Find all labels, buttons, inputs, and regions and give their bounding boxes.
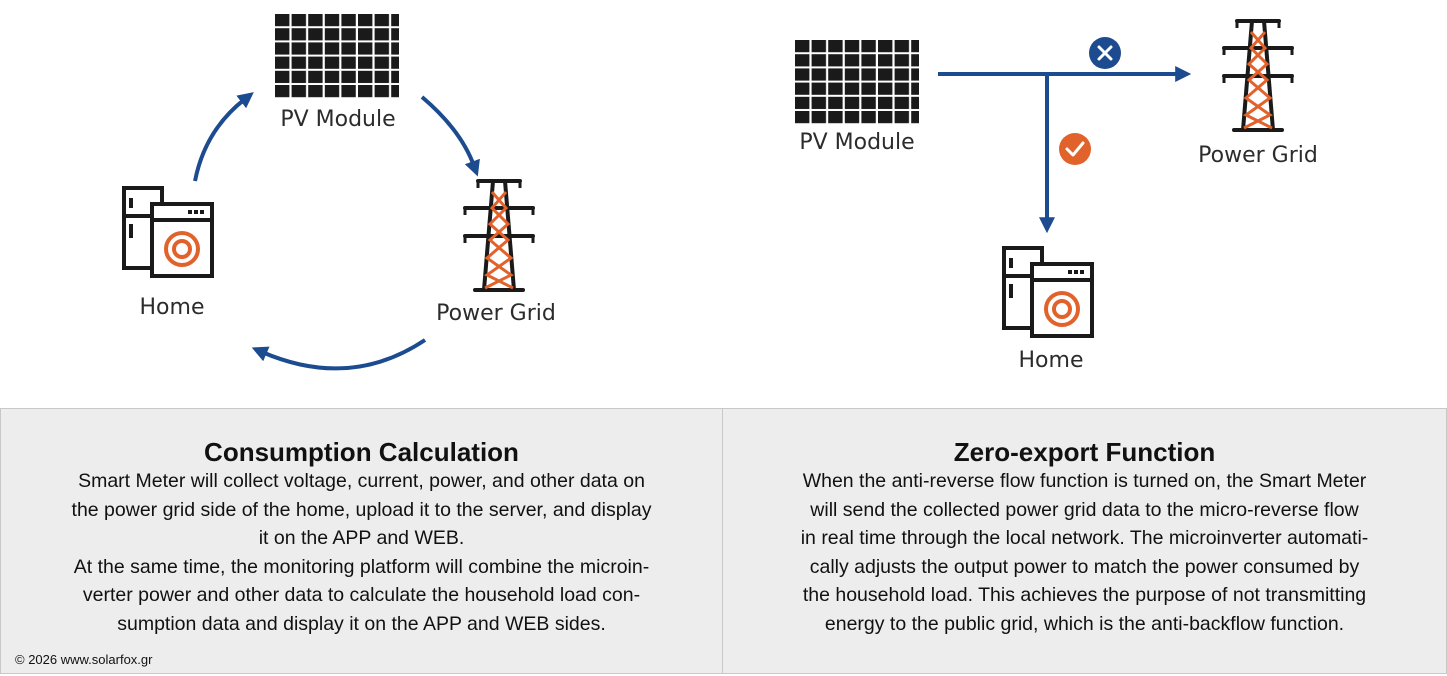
zero-export-panel: Zero-export Function When the anti-rever… <box>722 408 1447 674</box>
right-home-label: Home <box>1019 348 1084 373</box>
consumption-line-2: the power grid side of the home, upload … <box>71 498 652 521</box>
right-pv-module-label: PV Module <box>799 130 914 155</box>
consumption-line-3: it on the APP and WEB. <box>258 527 465 550</box>
zero-export-line-4: cally adjusts the output power to match … <box>809 555 1360 578</box>
copyright-notice: © 2026 www.solarfox.gr <box>15 652 153 667</box>
energy-flow-diagram: PV Module Power Grid Home PV Module Powe… <box>122 14 1318 373</box>
zero-export-title: Zero-export Function <box>953 437 1216 467</box>
right-power-grid-icon <box>1222 19 1294 132</box>
left-pv-module-icon <box>275 14 399 98</box>
zero-export-line-6: energy to the public grid, which is the … <box>824 612 1345 635</box>
zero-export-line-2: will send the collected power grid data … <box>810 498 1359 521</box>
right-pv-module-icon <box>795 40 919 124</box>
left-home-label: Home <box>140 295 205 320</box>
left-power-grid-label: Power Grid <box>436 301 556 326</box>
left-pv-module-label: PV Module <box>280 107 395 132</box>
consumption-calculation-title: Consumption Calculation <box>204 437 519 467</box>
zero-export-line-5: the household load. This achieves the pu… <box>802 584 1367 607</box>
right-home-icon <box>1002 246 1094 338</box>
arrow-home-to-pv <box>193 92 254 182</box>
consumption-line-6: sumption data and display it on the APP … <box>117 612 606 635</box>
left-power-grid-icon <box>463 179 535 292</box>
zero-export-line-3: in real time through the local network. … <box>800 527 1369 550</box>
consumption-line-5: verter power and other data to calculate… <box>82 584 641 607</box>
zero-export-line-1: When the anti-reverse flow function is t… <box>802 470 1367 492</box>
consumption-line-4: At the same time, the monitoring platfor… <box>73 555 650 578</box>
arrow-grid-to-home <box>251 338 427 371</box>
consumption-calculation-panel: Consumption Calculation Smart Meter will… <box>0 408 723 674</box>
x-mark-icon <box>1089 37 1121 69</box>
right-power-grid-label: Power Grid <box>1198 143 1318 168</box>
consumption-line-1: Smart Meter will collect voltage, curren… <box>78 470 645 492</box>
check-mark-icon <box>1059 133 1091 165</box>
arrow-pv-to-grid <box>420 95 480 177</box>
left-home-icon <box>122 186 214 278</box>
